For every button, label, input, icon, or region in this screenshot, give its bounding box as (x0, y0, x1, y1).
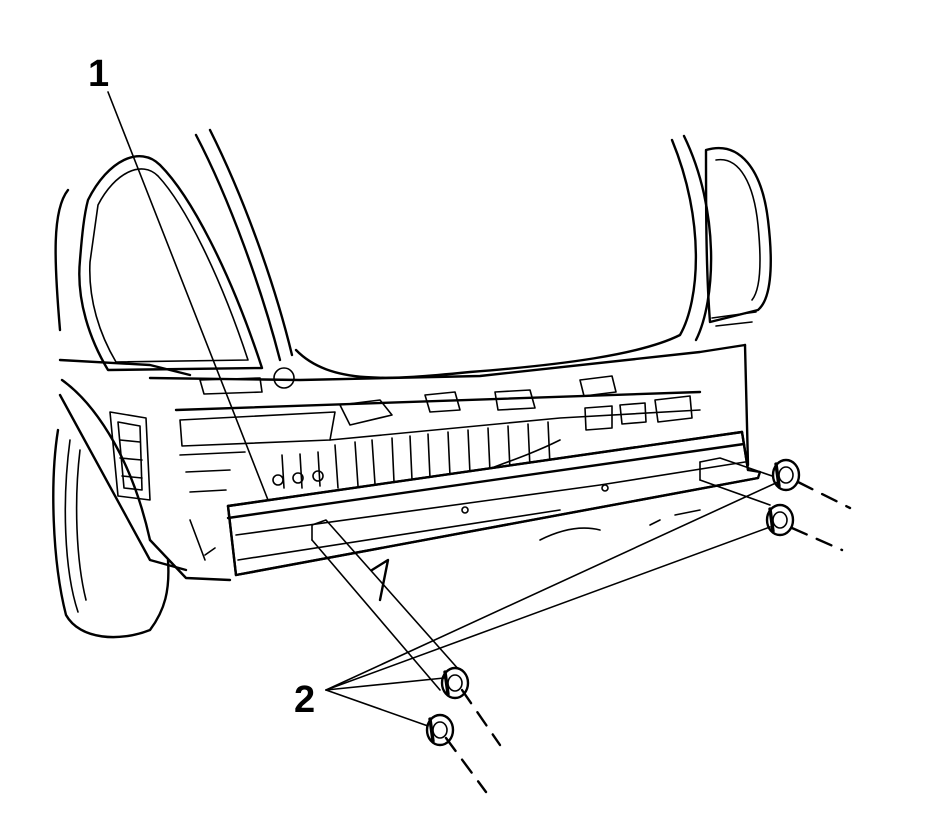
left-rear-tire (52, 428, 170, 639)
right-tail-lamp (704, 147, 772, 324)
callout-leaders (107, 91, 779, 727)
mounting-studs (311, 457, 779, 691)
left-quarter-window (78, 155, 264, 372)
callout-label-1: 1 (88, 53, 109, 95)
vehicle-rear-body (52, 128, 772, 639)
liftgate-opening (294, 138, 698, 379)
callout-label-2: 2 (294, 679, 315, 721)
leader-2a (325, 677, 445, 691)
leader-1 (107, 91, 269, 501)
bumper-nut-right-1 (771, 458, 801, 492)
leader-2d (325, 526, 771, 691)
nut-center-lines (444, 480, 852, 794)
leader-2c (325, 481, 779, 691)
left-reflector (109, 411, 151, 501)
rear-panel-recess (179, 411, 336, 447)
rear-bumper-impact-bar (226, 430, 762, 577)
bumper-nut-right-2 (765, 503, 795, 537)
leader-2b (325, 689, 429, 727)
